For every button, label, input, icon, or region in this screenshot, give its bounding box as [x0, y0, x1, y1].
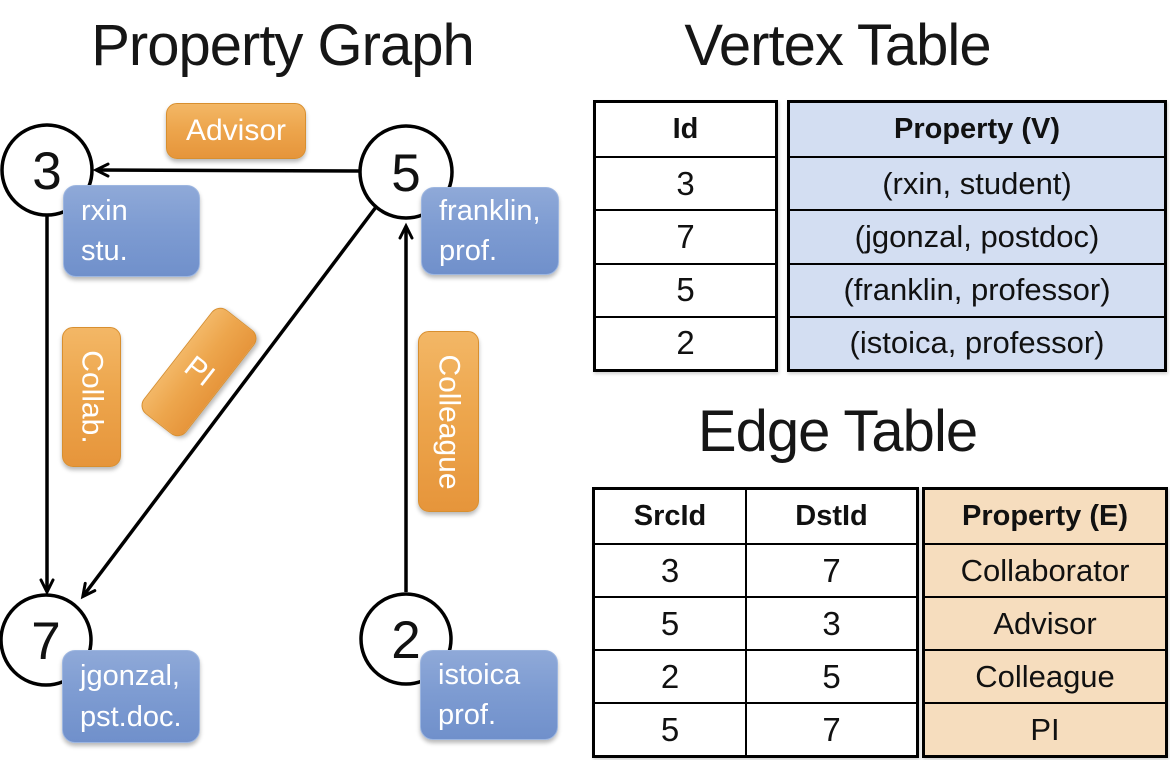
- edge-table-id-columns: SrcId DstId 3 7 5 3 2 5 5 7: [592, 487, 919, 758]
- vertex-table-property-column: Property (V) (rxin, student) (jgonzal, p…: [787, 100, 1167, 372]
- edge-table-dst-cell: 7: [745, 543, 916, 596]
- edge-pi-5-to-7: [80, 205, 378, 600]
- edge-table-property-cell: Advisor: [925, 596, 1165, 649]
- vertex-label-7: jgonzal, pst.doc.: [62, 650, 200, 743]
- edge-table-header-dstid: DstId: [745, 490, 916, 543]
- edge-table-header-srcid: SrcId: [633, 500, 707, 532]
- edge-advisor-5-to-3: [92, 162, 361, 178]
- edge-table-src-cell: 3: [595, 543, 745, 596]
- vertex-table-title: Vertex Table: [684, 13, 991, 78]
- vertex-label-2: istoica prof.: [420, 650, 558, 740]
- edge-label-colleague: Colleague: [418, 331, 479, 512]
- vertex-label-5-line1: franklin,: [439, 194, 541, 227]
- vertex-label-3-line2: stu.: [81, 235, 128, 267]
- edge-table-dst-cell: 3: [745, 596, 916, 649]
- vertex-label-7-line1: jgonzal,: [80, 660, 180, 693]
- edge-table-property-column: Property (E) Collaborator Advisor Collea…: [922, 487, 1168, 758]
- edge-table-src-cell: 2: [595, 649, 745, 702]
- edge-table-property-cell: Collaborator: [925, 543, 1165, 596]
- vertex-id-3: 3: [32, 142, 61, 201]
- edge-label-collab: Collab.: [62, 327, 121, 467]
- vertex-table-id-cell: 5: [596, 262, 775, 316]
- vertex-table-id-cell: 7: [596, 209, 775, 262]
- vertex-label-2-line1: istoica: [438, 658, 521, 691]
- edge-table-title: Edge Table: [697, 399, 978, 464]
- vertex-table-header-property: Property (V): [894, 113, 1060, 146]
- edge-label-advisor: Advisor: [166, 103, 306, 159]
- edge-table-property-cell: PI: [925, 702, 1165, 755]
- edge-table-dst-cell: 7: [745, 702, 916, 755]
- edge-label-collab-text: Collab.: [75, 350, 109, 444]
- vertex-table-property-cell: (jgonzal, postdoc): [790, 209, 1164, 262]
- vertex-id-7: 7: [31, 612, 60, 671]
- vertex-table-property-cell: (rxin, student): [790, 156, 1164, 209]
- vertex-table-id-cell: 3: [596, 156, 775, 209]
- property-graph-title: Property Graph: [91, 13, 475, 78]
- vertex-label-3: rxin stu.: [63, 185, 200, 277]
- vertex-label-5: franklin, prof.: [421, 187, 559, 275]
- edge-table-src-cell: 5: [595, 702, 745, 755]
- vertex-table-property-cell: (istoica, professor): [790, 315, 1164, 369]
- vertex-label-5-line2: prof.: [439, 235, 498, 267]
- vertex-table-id-cell: 2: [596, 315, 775, 369]
- vertex-label-2-line2: prof.: [438, 699, 497, 731]
- edge-table-src-cell: 5: [595, 596, 745, 649]
- vertex-label-3-line1: rxin: [81, 194, 128, 227]
- vertex-table-property-cell: (franklin, professor): [790, 262, 1164, 316]
- vertex-table-id-column: Id 3 7 5 2: [593, 100, 778, 372]
- vertex-id-5: 5: [391, 144, 420, 203]
- edge-label-pi-text: PI: [177, 349, 221, 394]
- edge-label-colleague-text: Colleague: [432, 353, 466, 490]
- edge-table-header-property: Property (E): [962, 500, 1128, 532]
- vertex-table-header-id: Id: [672, 113, 699, 146]
- vertex-label-7-line2: pst.doc.: [80, 700, 182, 733]
- vertex-id-2: 2: [391, 611, 420, 670]
- edge-label-advisor-text: Advisor: [185, 114, 287, 147]
- edge-table-dst-cell: 5: [745, 649, 916, 702]
- edge-table-property-cell: Colleague: [925, 649, 1165, 702]
